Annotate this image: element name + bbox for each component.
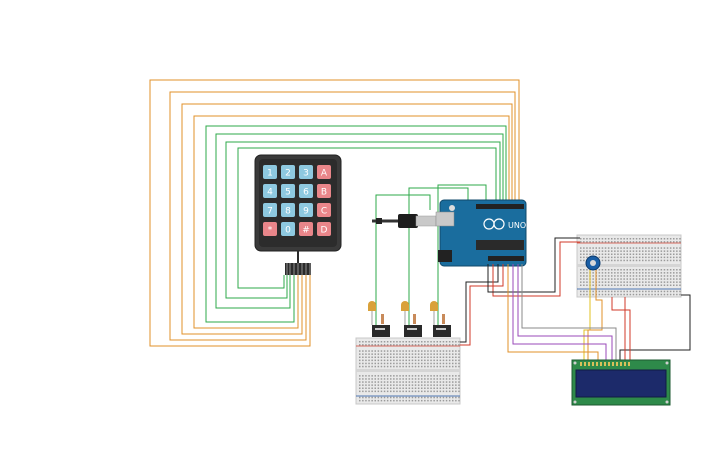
relay-2	[404, 325, 422, 337]
keypad-key-label: 5	[285, 188, 291, 198]
atmega-chip	[476, 240, 524, 250]
keypad-key-label: 0	[285, 226, 291, 236]
keypad-key-2[interactable]	[281, 165, 295, 179]
keypad-key-D[interactable]	[317, 222, 331, 236]
keypad-key-7[interactable]	[263, 203, 277, 217]
keypad-key-label: #	[302, 226, 310, 236]
keypad-key-C[interactable]	[317, 203, 331, 217]
keypad-key-label: 2	[285, 169, 291, 179]
keypad[interactable]: 1 2 3 A 4 5 6 B 7 8 9 C * 0 # D	[254, 154, 342, 275]
lcd-screen	[575, 369, 667, 398]
breadboard-right[interactable]	[576, 234, 682, 298]
keypad-key-0[interactable]	[281, 222, 295, 236]
keypad-key-#[interactable]	[299, 222, 313, 236]
led-2	[401, 301, 409, 311]
keypad-keys: 1 2 3 A 4 5 6 B 7 8 9 C * 0 # D	[263, 165, 331, 236]
relay-3	[433, 325, 451, 337]
power-wires	[460, 237, 691, 360]
keypad-key-A[interactable]	[317, 165, 331, 179]
keypad-key-8[interactable]	[281, 203, 295, 217]
usb-port	[435, 211, 455, 227]
arduino-uno-board[interactable]: UNO	[435, 199, 527, 267]
keypad-key-3[interactable]	[299, 165, 313, 179]
keypad-key-label: 9	[303, 207, 309, 217]
led-1	[368, 301, 376, 311]
keypad-key-label: A	[321, 169, 328, 179]
keypad-key-label: 4	[267, 188, 273, 198]
keypad-key-*[interactable]	[263, 222, 277, 236]
keypad-key-label: B	[321, 188, 327, 198]
keypad-key-label: 6	[303, 188, 309, 198]
keypad-key-label: *	[268, 226, 273, 236]
lcd-display[interactable]	[571, 359, 671, 406]
orange-wires	[149, 79, 520, 347]
keypad-key-label: C	[321, 207, 327, 217]
breadboard-left[interactable]	[355, 337, 461, 405]
usb-cable	[372, 214, 437, 228]
keypad-key-label: D	[321, 226, 328, 236]
analog-header	[488, 256, 524, 261]
board-model-label: UNO	[508, 221, 526, 230]
reset-button[interactable]	[449, 205, 455, 211]
led-3	[430, 301, 438, 311]
keypad-key-6[interactable]	[299, 184, 313, 198]
keypad-key-1[interactable]	[263, 165, 277, 179]
keypad-key-9[interactable]	[299, 203, 313, 217]
keypad-key-4[interactable]	[263, 184, 277, 198]
keypad-key-label: 8	[285, 207, 291, 217]
relay-1	[372, 325, 390, 337]
keypad-key-label: 3	[303, 169, 309, 179]
power-jack	[438, 250, 452, 262]
keypad-key-5[interactable]	[281, 184, 295, 198]
keypad-key-label: 7	[267, 207, 273, 217]
keypad-key-label: 1	[267, 169, 273, 179]
digital-header	[476, 204, 524, 209]
keypad-key-B[interactable]	[317, 184, 331, 198]
leds	[368, 301, 445, 325]
relay-modules	[372, 325, 451, 337]
